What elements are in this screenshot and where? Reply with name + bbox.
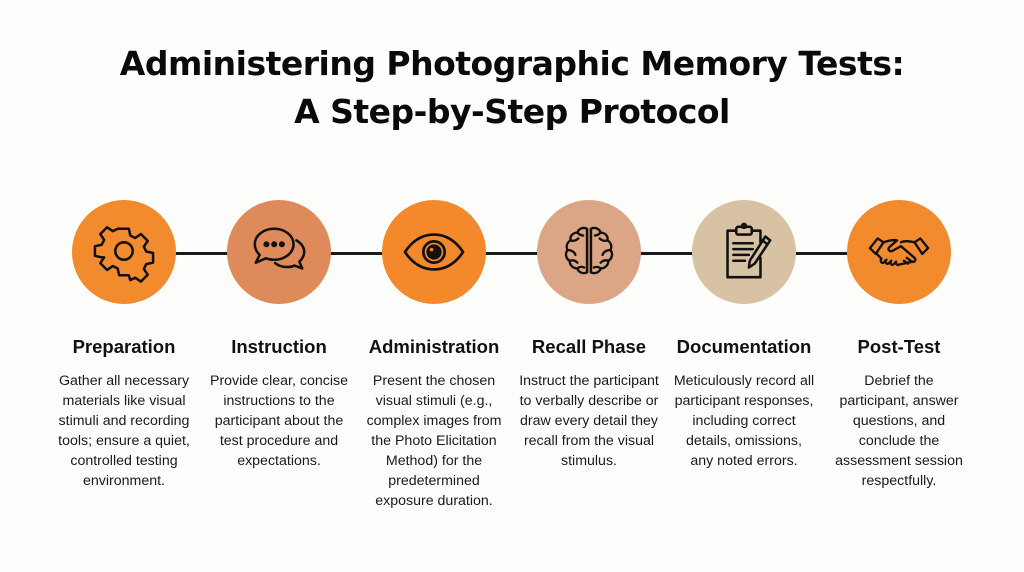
step-title: Documentation — [676, 336, 812, 357]
step-title: Instruction — [231, 336, 327, 357]
step-description: Provide clear, concise instructions to t… — [209, 373, 348, 469]
step-instruction: Instruction Provide clear, concise instr… — [204, 200, 354, 471]
clipboard-pen-icon — [726, 222, 772, 279]
step-description: Instruct the participant to verbally des… — [519, 373, 659, 469]
step-post-test: Post-Test Debrief the participant, answe… — [824, 200, 974, 491]
step-title: Administration — [368, 336, 500, 357]
step-description: Present the chosen visual stimuli (e.g.,… — [366, 373, 502, 509]
title-line-1: Administering Photographic Memory Tests: — [119, 44, 905, 83]
step-documentation: Documentation Meticulously record all pa… — [669, 200, 819, 471]
step-title: Post-Test — [857, 336, 941, 357]
step-administration: Administration Present the chosen visual… — [359, 200, 509, 511]
eye-icon — [403, 233, 465, 271]
step-description: Meticulously record all participant resp… — [673, 373, 815, 469]
step-circle — [382, 200, 486, 304]
step-description: Gather all necessary materials like visu… — [58, 373, 190, 489]
chat-bubbles-icon — [253, 227, 306, 270]
step-circle — [227, 200, 331, 304]
timeline-connector — [124, 252, 899, 255]
brain-icon — [564, 226, 614, 275]
title-line-2: A Step-by-Step Protocol — [294, 92, 730, 131]
step-circle — [847, 200, 951, 304]
step-preparation: Preparation Gather all necessary materia… — [49, 200, 199, 491]
step-circle — [537, 200, 641, 304]
step-description: Debrief the participant, answer question… — [835, 373, 963, 489]
step-title: Preparation — [72, 336, 176, 357]
step-circle — [72, 200, 176, 304]
handshake-icon — [868, 237, 930, 266]
gear-icon — [93, 226, 155, 283]
step-recall-phase: Recall Phase Instruct the participant to… — [514, 200, 664, 471]
step-title: Recall Phase — [531, 336, 647, 357]
step-circle — [692, 200, 796, 304]
page-title: Administering Photographic Memory Tests:… — [0, 40, 1024, 136]
